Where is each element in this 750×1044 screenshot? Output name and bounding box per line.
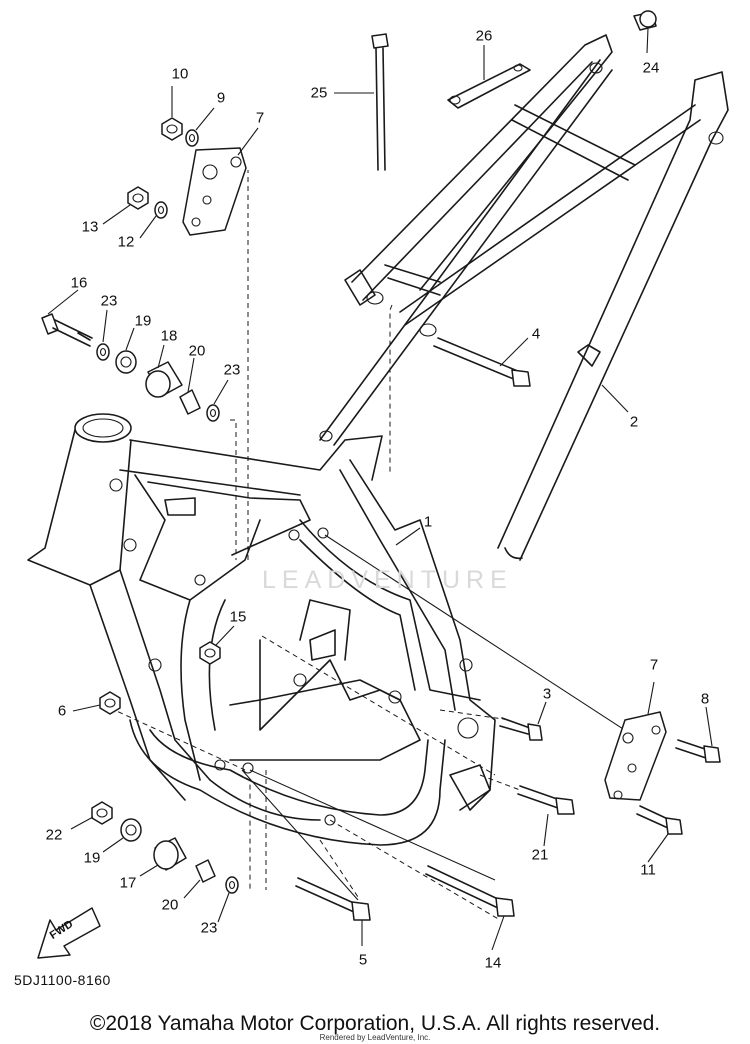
callout-13: 13 <box>81 218 99 236</box>
callout-16: 16 <box>70 274 88 292</box>
callout-18: 18 <box>160 327 178 345</box>
callout-19-a: 19 <box>134 312 152 330</box>
callout-24: 24 <box>642 59 660 77</box>
callout-21: 21 <box>531 846 549 864</box>
callout-15: 15 <box>229 608 247 626</box>
callout-19-b: 19 <box>83 849 101 867</box>
callout-23-b: 23 <box>223 361 241 379</box>
leader-lines <box>47 27 713 951</box>
callout-6: 6 <box>57 702 67 720</box>
fwd-arrow <box>37 907 101 959</box>
callout-1: 1 <box>423 513 433 531</box>
callout-4: 4 <box>531 325 541 343</box>
callout-12: 12 <box>117 233 135 251</box>
callout-20-b: 20 <box>161 896 179 914</box>
bolts <box>41 33 721 921</box>
callout-23-a: 23 <box>100 292 118 310</box>
engine-bracket-upper <box>182 147 247 236</box>
callout-10: 10 <box>171 65 189 83</box>
callout-9: 9 <box>216 89 226 107</box>
callout-26: 26 <box>475 27 493 45</box>
callout-17: 17 <box>119 874 137 892</box>
diagram-code: 5DJ1100-8160 <box>14 972 111 988</box>
watermark: LEADVENTURE <box>262 566 513 594</box>
callout-7-lower: 7 <box>649 656 659 674</box>
callout-25: 25 <box>310 84 328 102</box>
callout-2: 2 <box>629 413 639 431</box>
copyright-notice: ©2018 Yamaha Motor Corporation, U.S.A. A… <box>89 1012 661 1035</box>
callout-20-a: 20 <box>188 342 206 360</box>
callout-3: 3 <box>542 685 552 703</box>
callout-8: 8 <box>700 690 710 708</box>
rendered-by-notice: Rendered by LeadVenture, Inc. <box>319 1033 431 1042</box>
main-frame <box>27 413 496 846</box>
callout-23-c: 23 <box>200 919 218 937</box>
engine-bracket-lower <box>604 711 667 801</box>
rear-subframe <box>319 34 729 561</box>
alignment-lines <box>109 170 641 921</box>
callout-5: 5 <box>358 951 368 969</box>
callout-11: 11 <box>640 861 656 879</box>
callout-22: 22 <box>45 826 63 844</box>
callout-14: 14 <box>484 954 502 972</box>
hardware-parts <box>91 10 657 894</box>
callout-7-upper: 7 <box>255 109 265 127</box>
